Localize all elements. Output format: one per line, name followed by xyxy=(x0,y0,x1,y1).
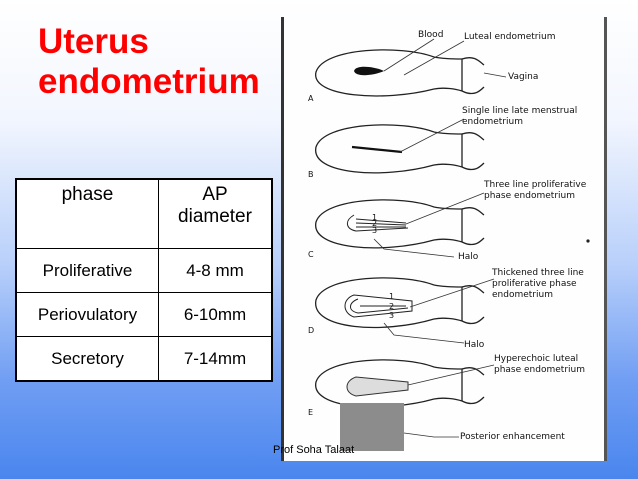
label-halo-c: Halo xyxy=(458,252,479,262)
uterus-outline-b xyxy=(315,124,463,174)
cell-diameter: 7-14mm xyxy=(158,336,273,382)
label-hyperechoic-1: Hyperechoic luteal xyxy=(494,354,578,364)
uterus-outline-a xyxy=(315,49,463,97)
single-line-endometrium xyxy=(351,145,403,154)
cell-phase: Periovulatory xyxy=(15,292,159,337)
cell-diameter: 4-8 mm xyxy=(158,248,273,293)
line-number-3: 3 xyxy=(389,311,394,320)
header-ap-diameter: AP diameter xyxy=(158,178,273,249)
thickened-three-line xyxy=(344,294,413,318)
endometrium-diagram: Blood Luteal endometrium Vagina Single l… xyxy=(281,17,607,461)
slide-footer: Prof Soha Talaat xyxy=(273,444,355,456)
label-vagina: Vagina xyxy=(508,72,538,82)
label-single-line-2: endometrium xyxy=(462,117,523,127)
table-row: Secretory 7-14mm xyxy=(15,336,273,382)
label-three-line-2: phase endometrium xyxy=(484,191,575,201)
cervix-c xyxy=(461,207,485,246)
uterus-outline-e xyxy=(315,359,463,408)
label-luteal-endometrium: Luteal endometrium xyxy=(464,32,555,42)
cell-diameter: 6-10mm xyxy=(158,292,273,337)
diagram-svg: Blood Luteal endometrium Vagina Single l… xyxy=(308,30,590,451)
label-hyperechoic-2: phase endometrium xyxy=(494,365,585,375)
cervix-b xyxy=(461,132,485,171)
label-thickened-2: proliferative phase xyxy=(492,279,577,289)
title-line-1: Uterus xyxy=(38,22,149,61)
three-line-endometrium xyxy=(347,214,409,232)
table-row: Proliferative 4-8 mm xyxy=(15,248,273,293)
uterus-outline-c xyxy=(315,199,463,249)
line-number-1: 1 xyxy=(389,292,394,301)
label-thickened-1: Thickened three line xyxy=(491,268,584,278)
cell-phase: Proliferative xyxy=(15,248,159,293)
posterior-enhancement xyxy=(340,403,404,451)
label-posterior-enhancement: Posterior enhancement xyxy=(460,432,565,442)
cell-phase: Secretory xyxy=(15,336,159,382)
line-number-1: 1 xyxy=(372,213,377,222)
line-number-3: 3 xyxy=(372,226,377,235)
panel-letter-a: A xyxy=(308,94,314,103)
slide-title: Uterus endometrium xyxy=(38,22,260,102)
blood-mark xyxy=(354,66,384,76)
label-single-line-1: Single line late menstrual xyxy=(462,106,577,116)
panel-letter-e: E xyxy=(308,408,313,417)
endometrium-phase-table: phase AP diameter Proliferative 4-8 mm P… xyxy=(15,178,273,382)
table-header-row: phase AP diameter xyxy=(15,178,273,249)
table-row: Periovulatory 6-10mm xyxy=(15,292,273,337)
label-halo-d: Halo xyxy=(464,340,485,350)
label-three-line-1: Three line proliferative xyxy=(483,180,587,190)
panel-letter-d: D xyxy=(308,326,314,335)
cervix-a xyxy=(461,57,485,95)
label-thickened-3: endometrium xyxy=(492,290,553,300)
panel-letter-b: B xyxy=(308,170,314,179)
hyperechoic-endometrium xyxy=(346,376,409,397)
cervix-e xyxy=(461,367,485,405)
label-blood: Blood xyxy=(418,30,443,40)
cervix-d xyxy=(461,285,485,325)
line-number-2: 2 xyxy=(389,302,394,311)
title-line-2: endometrium xyxy=(38,62,260,101)
line-number-2: 2 xyxy=(372,219,377,228)
uterus-outline-d xyxy=(315,277,463,329)
panel-letter-c: C xyxy=(308,250,314,259)
speck-mark xyxy=(586,239,590,243)
header-phase: phase xyxy=(15,178,159,249)
